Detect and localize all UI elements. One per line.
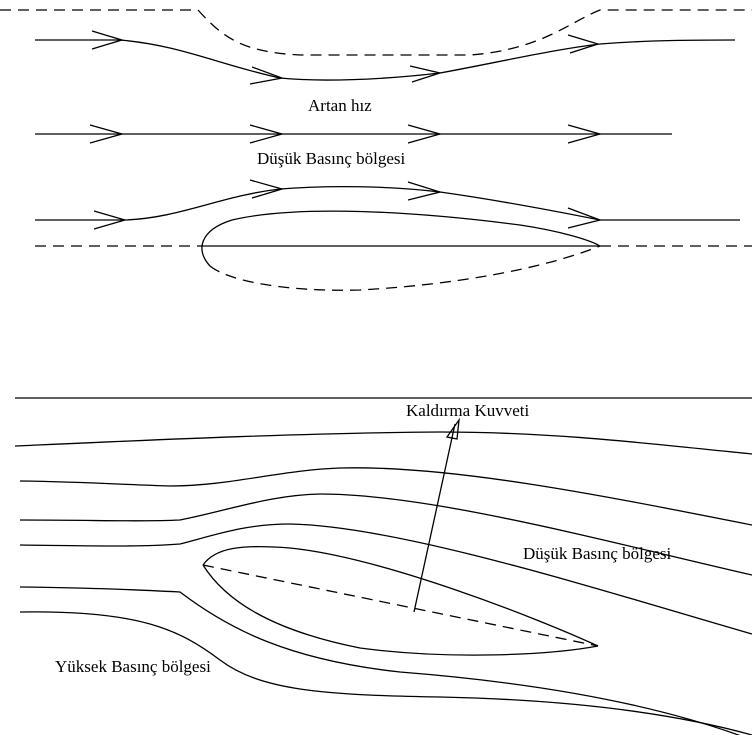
upper-boundary-dashed — [0, 9, 752, 56]
airfoil-upper-surface — [201, 210, 601, 267]
arrowhead — [89, 124, 125, 144]
airfoil-chord-line — [202, 564, 599, 647]
arrowhead — [567, 34, 601, 54]
low-pressure-label-bottom: Düşük Basınç bölgesi — [523, 544, 672, 563]
streamline-lower — [35, 185, 740, 221]
arrowhead — [93, 210, 128, 230]
airfoil-lower-surface — [209, 245, 601, 291]
streamline — [14, 431, 752, 455]
lift-force-label: Kaldırma Kuvveti — [406, 401, 529, 420]
high-pressure-label: Yüksek Basınç bölgesi — [55, 657, 211, 676]
arrowhead — [567, 207, 603, 229]
arrowhead — [249, 124, 285, 144]
low-pressure-label-top: Düşük Basınç bölgesi — [257, 149, 406, 168]
lift-force-arrowhead — [445, 417, 460, 440]
arrowhead — [567, 124, 603, 144]
streamline — [19, 493, 752, 576]
streamline — [19, 611, 752, 735]
arrowhead — [409, 65, 443, 83]
arrowhead — [249, 179, 285, 199]
bottom-figure: Kaldırma Kuvveti Düşük Basınç bölgesi Yü… — [14, 397, 752, 735]
arrowhead — [407, 181, 443, 201]
top-figure: Artan hız Düşük Basınç bölgesi — [0, 9, 752, 291]
arrowhead — [249, 66, 285, 85]
arrowhead — [91, 30, 125, 50]
airfoil-lower-surface — [202, 564, 599, 656]
velocity-label: Artan hız — [308, 96, 372, 115]
arrowhead — [407, 124, 443, 144]
airfoil-upper-surface — [202, 545, 599, 647]
streamline — [19, 586, 741, 735]
streamline — [19, 467, 752, 526]
streamline — [19, 523, 752, 635]
streamline-upper — [35, 39, 736, 81]
lift-force-arrow-shaft — [413, 423, 456, 613]
